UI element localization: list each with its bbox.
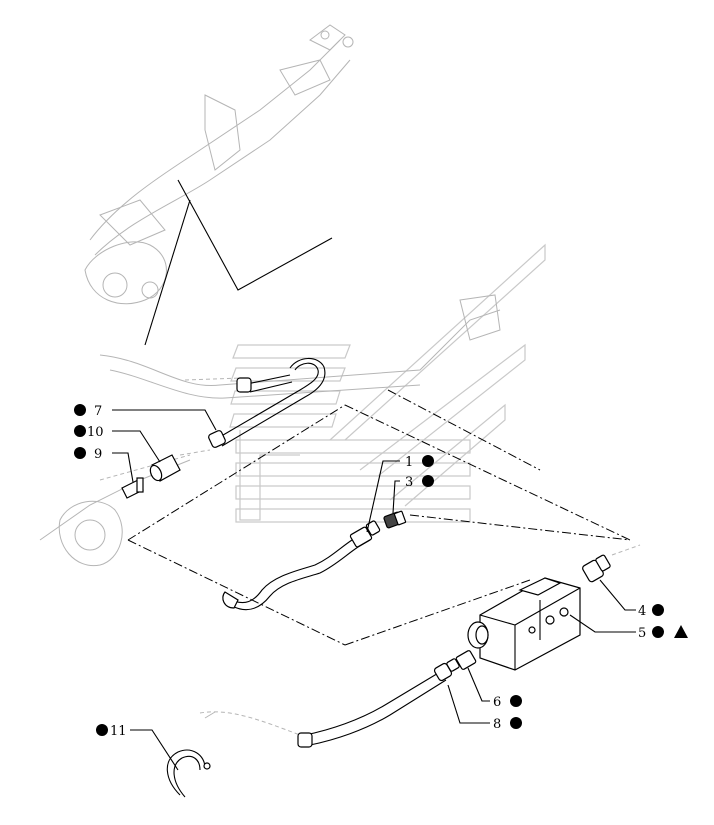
callout-10-label: 10 <box>87 425 104 440</box>
callout-9: 9 <box>74 447 102 462</box>
callout-1: 1 <box>405 455 434 470</box>
leader-lines <box>112 409 636 771</box>
part-11-clamp <box>166 749 211 798</box>
guide-lines <box>127 179 631 646</box>
callout-5-triangle <box>674 625 688 638</box>
callout-9-label: 9 <box>94 447 102 462</box>
part-9-fitting <box>121 477 144 499</box>
callout-3-label: 3 <box>405 475 413 490</box>
callout-1-label: 1 <box>405 455 413 470</box>
part-6-fitting <box>446 650 477 672</box>
callout-10: 10 <box>74 425 104 440</box>
callout-7: 7 <box>74 404 102 419</box>
callout-6-dot <box>510 695 522 707</box>
watermark-logo <box>229 243 546 523</box>
callout-3: 3 <box>405 475 434 490</box>
callout-9-dot <box>74 447 86 459</box>
callout-7-dot <box>74 404 86 416</box>
callout-6: 6 <box>493 695 522 710</box>
part-10-sleeve <box>149 454 181 482</box>
callout-11: 11 <box>96 724 127 739</box>
callout-1-dot <box>422 455 434 467</box>
callout-7-label: 7 <box>94 404 102 419</box>
callout-8-label: 8 <box>493 717 501 732</box>
callout-8-dot <box>510 717 522 729</box>
part-1-return-hose <box>222 510 407 611</box>
callout-10-dot <box>74 425 86 437</box>
callout-8: 8 <box>493 717 522 732</box>
callout-5-label: 5 <box>638 626 646 641</box>
callout-4: 4 <box>638 604 664 619</box>
callout-11-label: 11 <box>110 724 127 739</box>
part-5-valve-block <box>467 577 581 671</box>
callout-5: 5 <box>638 625 688 641</box>
callout-5-dot <box>652 626 664 638</box>
callout-6-label: 6 <box>493 695 501 710</box>
part-8-lower-hose <box>297 662 453 748</box>
part-7-upper-hose <box>208 357 326 448</box>
callout-11-dot <box>96 724 108 736</box>
callout-4-dot <box>652 604 664 616</box>
callout-3-dot <box>422 475 434 487</box>
part-4-fitting <box>582 554 611 583</box>
callout-4-label: 4 <box>638 604 646 619</box>
